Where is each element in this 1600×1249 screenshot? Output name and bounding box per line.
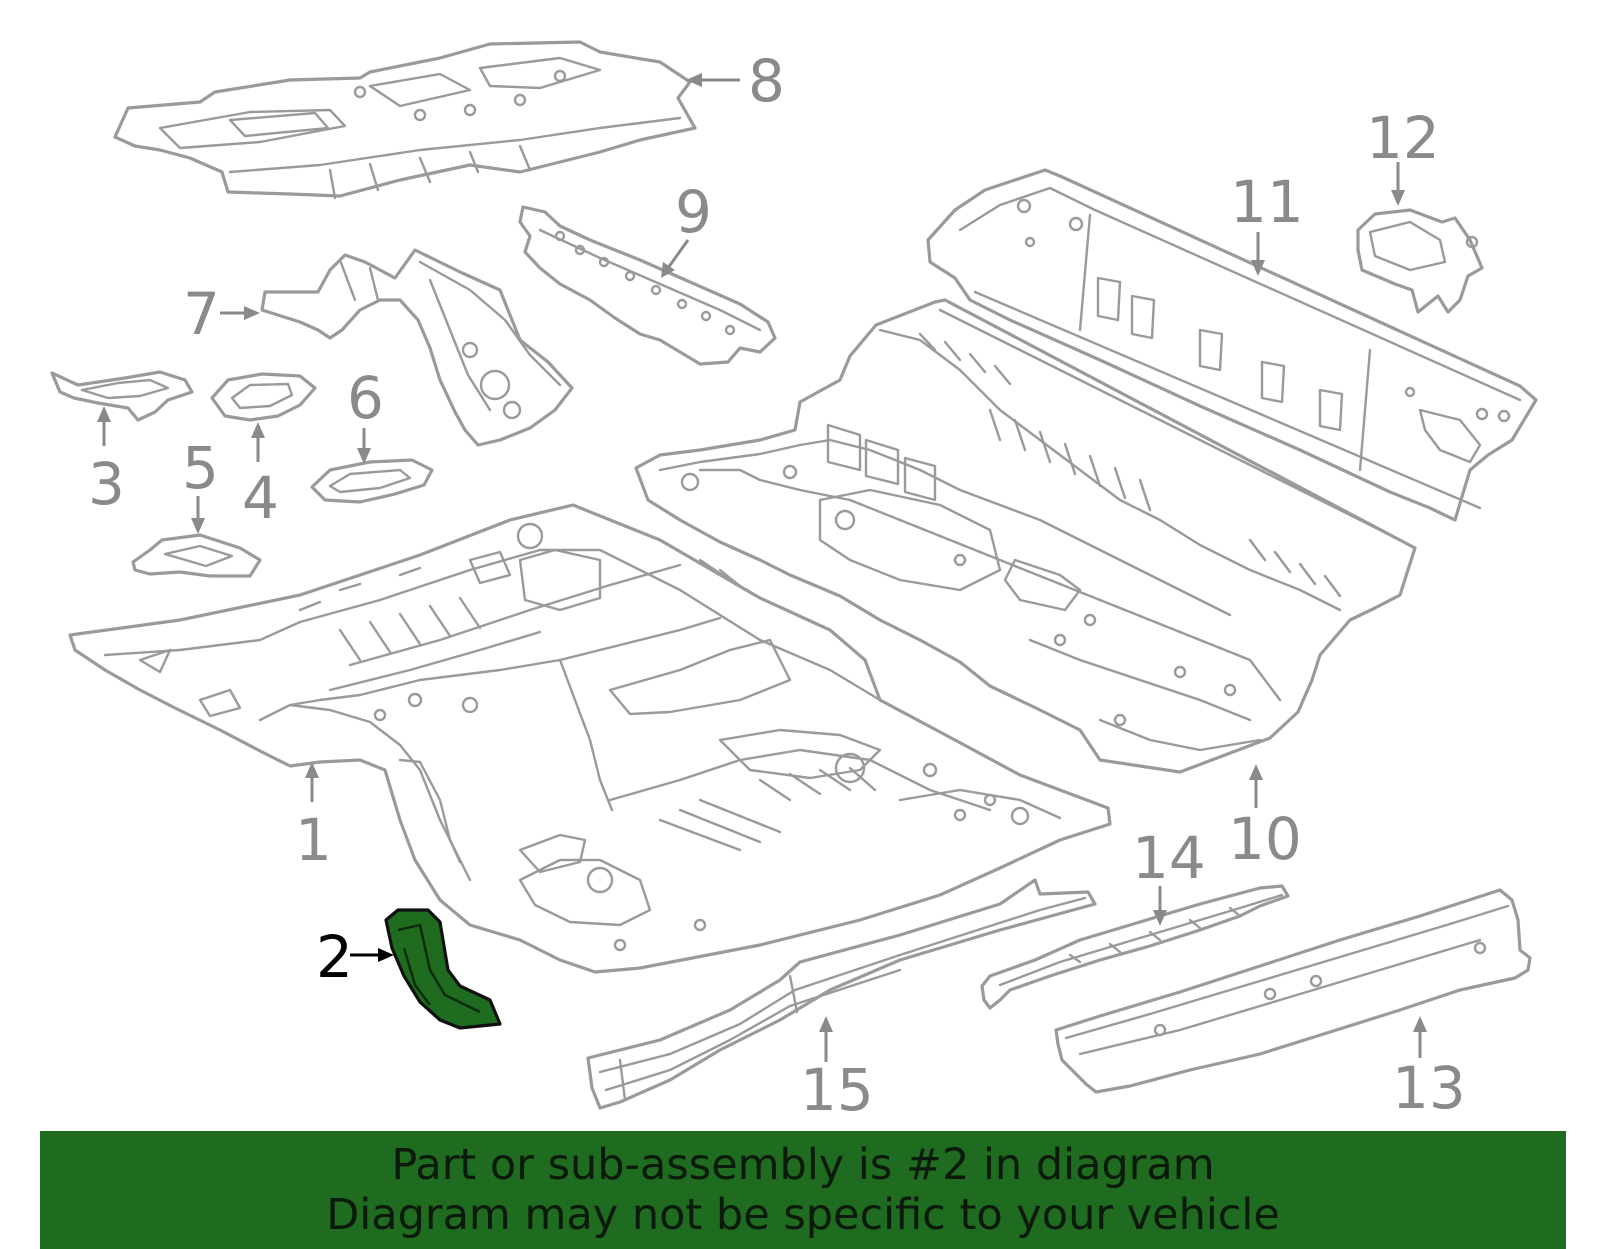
part-7-wheelhouse-reinforcement[interactable] — [260, 248, 574, 447]
part-3-bracket[interactable] — [50, 370, 194, 422]
part-11-rear-cross-member[interactable] — [926, 168, 1538, 522]
callout-14-label: 14 — [1132, 824, 1206, 892]
callout-2-label: 2 — [316, 923, 353, 991]
callout-9: 9 — [661, 178, 712, 278]
part-10-rear-floor-pan[interactable] — [634, 298, 1417, 774]
callout-12: 12 — [1366, 104, 1440, 206]
part-13-rocker-panel[interactable] — [1054, 888, 1532, 1094]
callout-12-label: 12 — [1366, 104, 1440, 172]
callout-13: 13 — [1392, 1016, 1466, 1122]
part-9-cross-member[interactable] — [518, 205, 777, 366]
banner-line-1: Part or sub-assembly is #2 in diagram — [391, 1140, 1215, 1190]
callout-7-label: 7 — [183, 280, 220, 348]
part-8-rear-floor-panel[interactable] — [113, 40, 697, 200]
part-4-plate[interactable] — [210, 372, 317, 422]
callout-5-label: 5 — [182, 434, 219, 502]
callout-6-label: 6 — [347, 364, 384, 432]
part-15-floor-side-member[interactable] — [586, 878, 1097, 1110]
callout-11: 11 — [1230, 168, 1304, 276]
part-6-plate[interactable] — [310, 458, 434, 504]
notice-banner: Part or sub-assembly is #2 in diagram Di… — [40, 1131, 1566, 1249]
callout-1: 1 — [295, 762, 332, 874]
callout-3: 3 — [88, 406, 125, 518]
callout-1-label: 1 — [295, 806, 332, 874]
callout-9-label: 9 — [675, 178, 712, 246]
callout-15: 15 — [800, 1016, 874, 1124]
part-2-highlighted-bracket[interactable] — [384, 908, 502, 1030]
callout-8-label: 8 — [748, 47, 785, 115]
callout-8: 8 — [686, 47, 785, 115]
part-5-bracket[interactable] — [131, 533, 262, 578]
part-1-front-floor-pan[interactable] — [68, 503, 1112, 974]
callout-5: 5 — [182, 434, 219, 534]
banner-line-2: Diagram may not be specific to your vehi… — [326, 1190, 1280, 1240]
callout-7: 7 — [183, 280, 260, 348]
part-12-bracket[interactable] — [1356, 208, 1484, 314]
callout-3-label: 3 — [88, 450, 125, 518]
part-14-rocker-reinforcement[interactable] — [980, 884, 1290, 1010]
callout-6: 6 — [347, 364, 384, 464]
callout-13-label: 13 — [1392, 1054, 1466, 1122]
callout-4: 4 — [242, 422, 279, 532]
callout-15-label: 15 — [800, 1056, 874, 1124]
callout-4-label: 4 — [242, 464, 279, 532]
callout-2: 2 — [316, 923, 394, 991]
part-2-shape — [384, 908, 502, 1030]
callout-11-label: 11 — [1230, 168, 1304, 236]
callout-10-label: 10 — [1228, 805, 1302, 873]
callout-14: 14 — [1132, 824, 1206, 926]
callout-10: 10 — [1228, 764, 1302, 873]
